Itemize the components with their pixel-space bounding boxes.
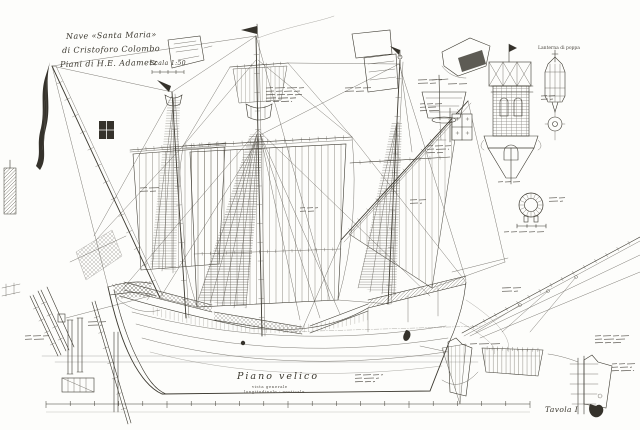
crows-nest [245,103,273,121]
inset-stern-lantern [544,49,566,114]
scale-ruler [151,70,185,74]
inset-sail-corner [441,343,544,405]
title-line-1: Nave «Santa Maria» [65,30,157,41]
plate-label: Tavola I [545,405,579,414]
mizzen-pennant [390,46,400,55]
ink-blots [240,330,411,346]
inset-stern-elevation [480,43,542,185]
flags [36,23,473,170]
left-margin-details [1,159,21,297]
inset-pulley [544,111,566,141]
lantern-label: Lanterna di poppa [538,46,580,51]
baseline [45,401,531,413]
annotation-squiggles [24,79,636,383]
scale-label: Scala 1:50 [150,60,186,67]
sails [132,65,460,308]
inset-spar-details [29,286,151,425]
drawing-caption-sub1: vista generale [252,384,288,389]
spar-bands [33,54,631,410]
inset-sterncastle-sketch [441,37,491,79]
foretop-pennant [157,80,171,92]
shrouds [150,97,402,321]
pennant-flag [36,62,50,170]
inset-rudder-detail [547,353,613,418]
maintop-pennant [241,26,257,34]
drawing-caption: Piano velico [237,371,320,382]
mizzen-cross-flag [449,107,473,143]
rigging [51,15,509,333]
inset-wreath [516,192,547,229]
inset-windlass [421,74,467,141]
inset-quarter-structure [351,29,399,93]
inset-forecastle-plan [167,35,213,69]
inset-lateen-detail [461,236,640,339]
main-topsail [232,65,288,104]
drawing-caption-sub2: longitudinale - verticale [244,389,305,394]
